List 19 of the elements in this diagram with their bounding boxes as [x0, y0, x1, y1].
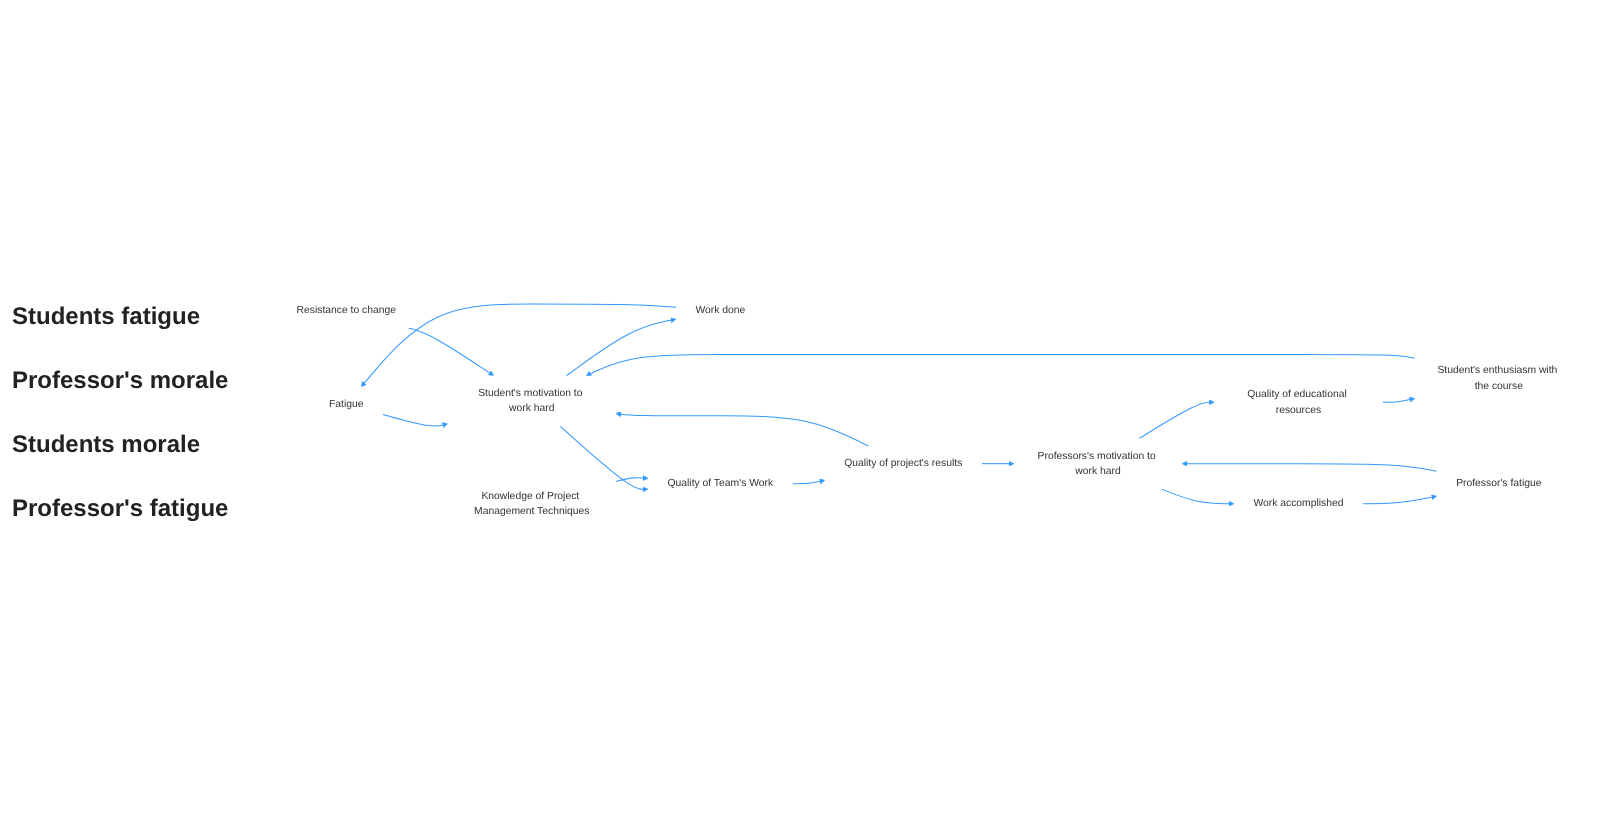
- arrow: [565, 317, 677, 377]
- loop-label: Students morale: [12, 429, 203, 457]
- loop-label: Professor's morale: [12, 365, 231, 393]
- arrow: [1362, 494, 1437, 505]
- arrow: [559, 425, 649, 493]
- arrow: [1138, 399, 1215, 439]
- arrow: [360, 303, 677, 387]
- arrow: [585, 353, 1416, 377]
- arrow: [1181, 460, 1438, 472]
- arrow: [1381, 396, 1416, 403]
- loop-label: Students fatigue: [12, 301, 203, 329]
- arrow: [382, 413, 448, 428]
- arrow: [981, 460, 1015, 467]
- arrow: [408, 327, 495, 377]
- loop-label: Professor's fatigue: [12, 493, 231, 521]
- arrow: [615, 411, 870, 447]
- arrow: [615, 475, 649, 483]
- arrow: [792, 478, 826, 485]
- arrow: [1160, 488, 1235, 507]
